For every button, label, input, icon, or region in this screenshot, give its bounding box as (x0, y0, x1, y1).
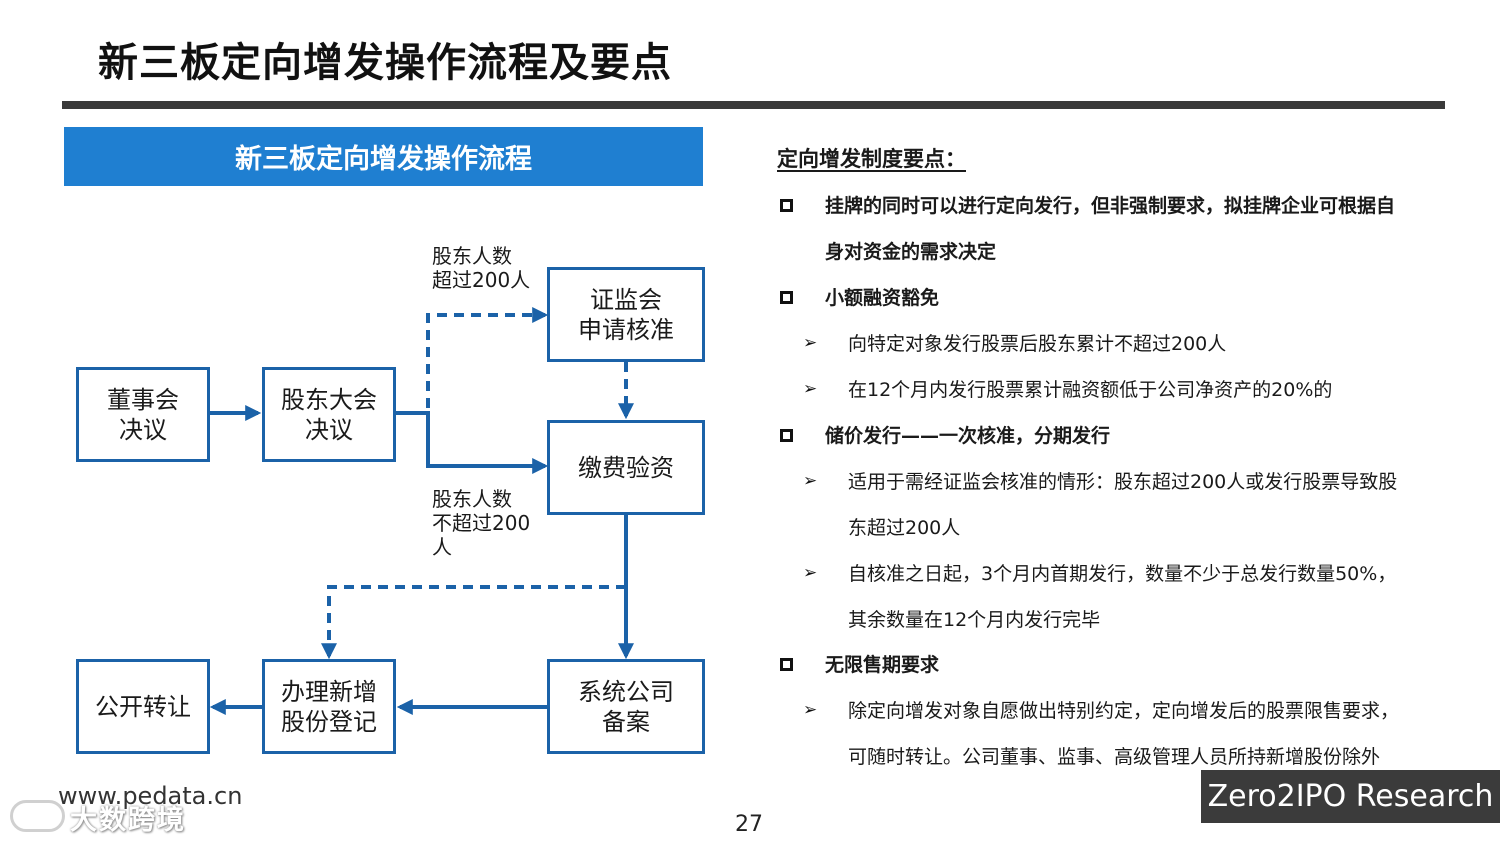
brand-badge: Zero2IPO Research (1201, 770, 1500, 823)
label-over-200: 股东人数超过200人 (432, 244, 531, 292)
website-url: www.pedata.cn (58, 782, 243, 810)
arrow-meeting-to-csrc (426, 307, 549, 408)
arrow-payment-to-registration (321, 585, 626, 660)
point-item: 小额融资豁免 (825, 287, 940, 309)
flow-header: 新三板定向增发操作流程 (64, 127, 703, 186)
sub-point-item: 适用于需经证监会核准的情形：股东超过200人或发行股票导致股东超过200人 (848, 471, 1398, 539)
square-bullet-icon (780, 199, 793, 212)
page-title: 新三板定向增发操作流程及要点 (98, 40, 672, 86)
square-bullet-icon (780, 291, 793, 304)
box-share-registration: 办理新增股份登记 (262, 659, 396, 754)
watermark-logo-icon (10, 800, 65, 832)
sub-point-item: 向特定对象发行股票后股东累计不超过200人 (848, 333, 1227, 355)
watermark-text: 大数跨境 (70, 805, 186, 836)
arrow-meeting-to-payment (396, 411, 549, 474)
square-bullet-icon (780, 658, 793, 671)
title-divider (62, 101, 1445, 109)
square-bullet-icon (780, 429, 793, 442)
arrow-bullet-icon: ➢ (803, 379, 818, 399)
sub-point-item: 除定向增发对象自愿做出特别约定，定向增发后的股票限售要求，可随时转让。公司董事、… (848, 700, 1400, 768)
point-item: 挂牌的同时可以进行定向发行，但非强制要求，拟挂牌企业可根据自身对资金的需求决定 (825, 195, 1396, 263)
arrow-bullet-icon: ➢ (803, 471, 818, 491)
arrow-bullet-icon: ➢ (803, 700, 818, 720)
box-board-resolution: 董事会决议 (76, 367, 210, 462)
sub-point-item: 自核准之日起，3个月内首期发行，数量不少于总发行数量50%，其余数量在12个月内… (848, 563, 1397, 631)
point-item: 储价发行——一次核准，分期发行 (825, 425, 1111, 447)
points-heading: 定向增发制度要点： (777, 147, 966, 171)
box-shareholders-meeting: 股东大会决议 (262, 367, 396, 462)
sub-point-item: 在12个月内发行股票累计融资额低于公司净资产的20%的 (848, 379, 1333, 401)
page-number: 27 (735, 812, 763, 837)
box-system-filing: 系统公司备案 (547, 659, 705, 754)
box-public-transfer: 公开转让 (76, 659, 210, 754)
point-item: 无限售期要求 (825, 654, 940, 676)
box-csrc-approval: 证监会申请核准 (547, 267, 705, 362)
arrow-bullet-icon: ➢ (803, 333, 818, 353)
box-payment-verification: 缴费验资 (547, 420, 705, 515)
arrow-bullet-icon: ➢ (803, 563, 818, 583)
